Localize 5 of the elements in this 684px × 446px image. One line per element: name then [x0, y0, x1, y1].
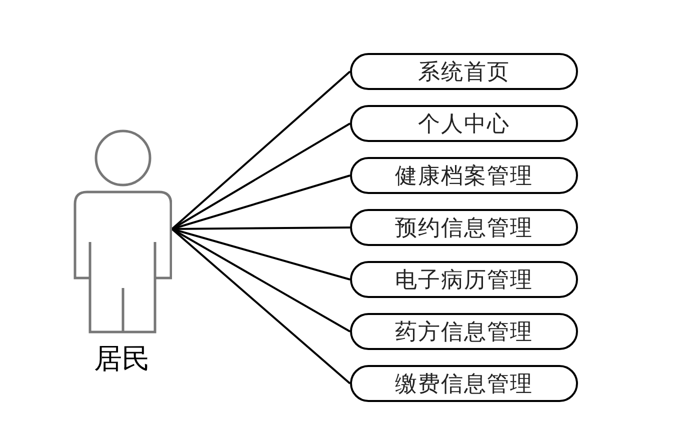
connector-line [171, 70, 351, 230]
actor-label: 居民 [93, 342, 151, 376]
connector-line [172, 122, 350, 230]
connector-line [171, 228, 351, 384]
connector-line [172, 228, 350, 332]
